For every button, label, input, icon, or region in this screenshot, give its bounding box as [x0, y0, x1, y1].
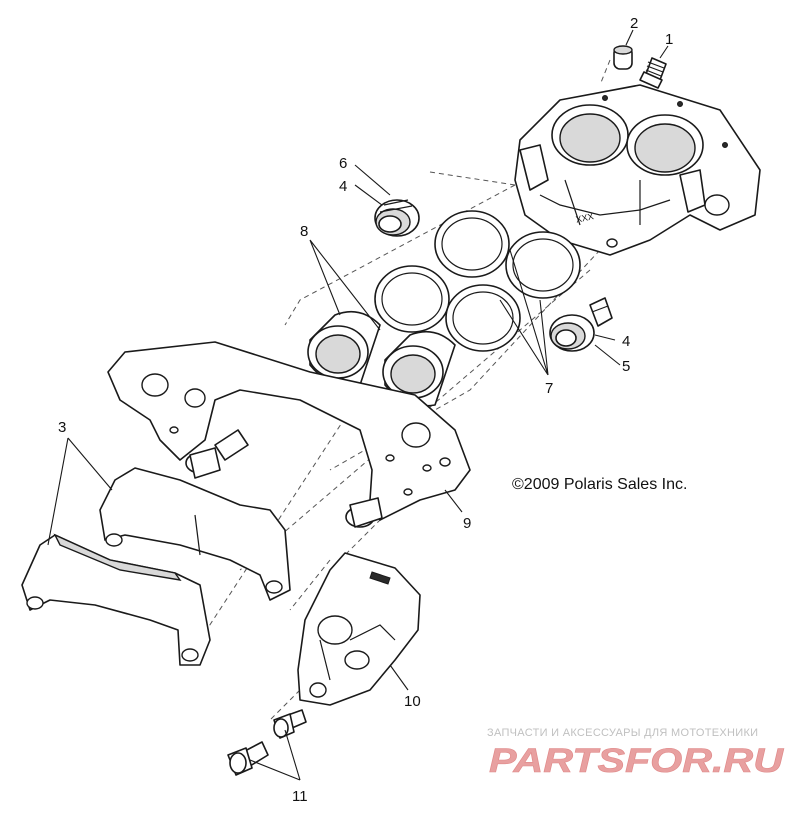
caliper-mark: XXX	[575, 211, 595, 225]
bleeder-cap	[613, 45, 633, 70]
callout-1: 1	[665, 31, 673, 48]
pistons	[307, 310, 456, 407]
callout-6: 6	[339, 155, 347, 172]
callout-7: 7	[545, 380, 553, 397]
callout-labels: 1 2 6 4 8 4 5 7 3 9 10 11	[58, 15, 673, 805]
leader-lines	[47, 29, 669, 781]
callout-5: 5	[622, 358, 630, 375]
caliper-housing: XXX	[514, 84, 761, 256]
bolt-lower	[227, 741, 269, 776]
bleeder-screw	[639, 57, 667, 89]
watermark-logo: PARTSFOR.RU	[489, 742, 785, 780]
callout-4-lower: 4	[622, 333, 630, 350]
callout-4-upper: 4	[339, 178, 347, 195]
brake-pad-outer	[21, 533, 211, 666]
callout-8: 8	[300, 223, 308, 240]
caliper-bracket	[107, 341, 471, 528]
slide-pin-boot-lower	[549, 297, 613, 352]
brake-pad-inner	[99, 467, 291, 601]
bolt-upper	[273, 709, 307, 739]
piston-seals	[374, 210, 581, 352]
callout-9: 9	[463, 515, 471, 532]
callout-11: 11	[292, 788, 308, 805]
copyright-notice: ©2009 Polaris Sales Inc.	[512, 476, 688, 493]
callout-2: 2	[630, 15, 638, 32]
watermark-tagline: ЗАПЧАСТИ И АКСЕССУАРЫ ДЛЯ МОТОТЕХНИКИ	[487, 727, 759, 739]
mount-bracket	[297, 552, 421, 706]
slide-pin-boot-upper	[374, 199, 420, 237]
callout-3: 3	[58, 419, 66, 436]
callout-10: 10	[404, 693, 421, 710]
watermark-logo-text: PARTSFOR.RU	[489, 742, 785, 780]
